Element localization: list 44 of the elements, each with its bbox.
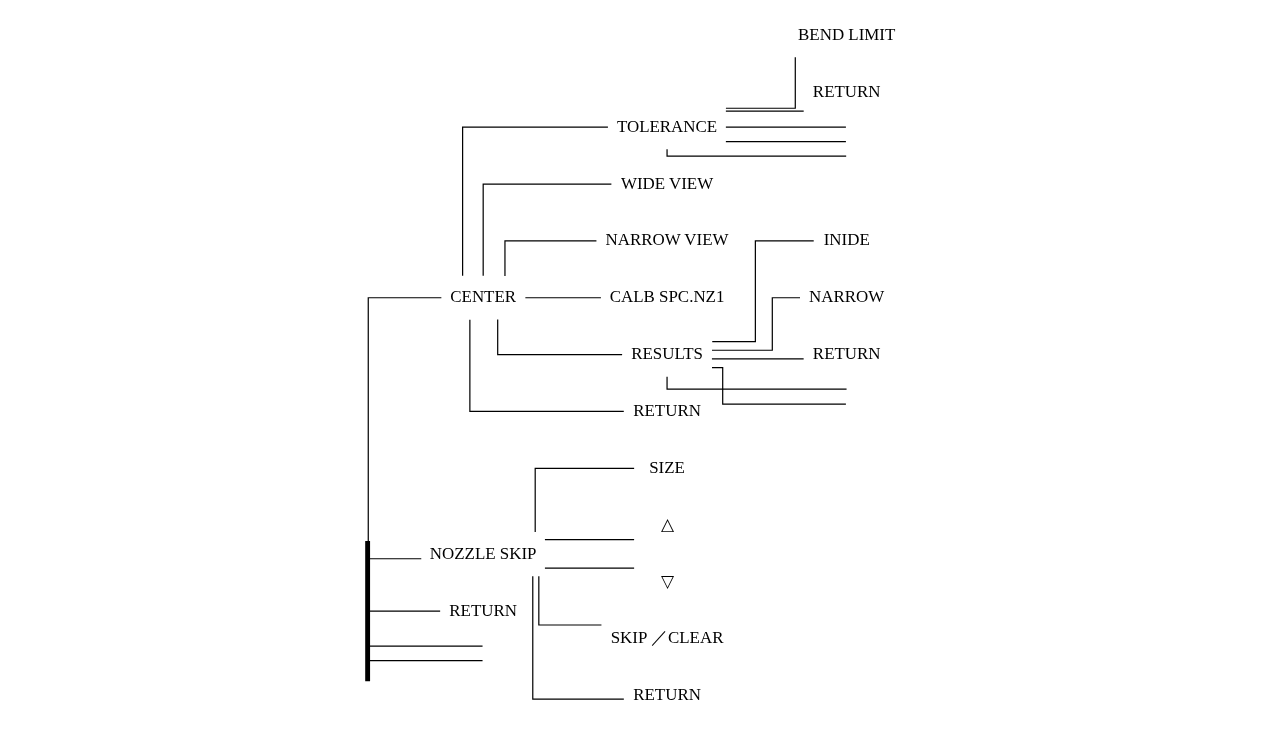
connector bbox=[544, 539, 635, 541]
node-text: RESULTS bbox=[631, 344, 703, 364]
connector bbox=[469, 319, 625, 413]
connector bbox=[711, 240, 815, 343]
node-text: NARROW bbox=[809, 287, 885, 307]
node-text: RETURN bbox=[633, 400, 701, 420]
connector bbox=[369, 645, 484, 647]
connector bbox=[711, 367, 847, 405]
node-text: RETURN bbox=[633, 685, 701, 705]
connector bbox=[725, 110, 805, 112]
node-text: NARROW VIEW bbox=[605, 230, 729, 250]
node-bar bbox=[365, 540, 371, 682]
connector bbox=[725, 141, 847, 143]
node-text: SIZE bbox=[649, 457, 685, 477]
node-text: CALB SPC.NZ1 bbox=[609, 287, 725, 307]
connector bbox=[544, 567, 635, 569]
node-text: WIDE VIEW bbox=[620, 173, 714, 193]
connector bbox=[369, 558, 422, 560]
node-text: RETURN bbox=[812, 81, 881, 101]
connector bbox=[532, 575, 625, 700]
connector bbox=[725, 56, 796, 109]
node-text: RETURN bbox=[812, 344, 881, 364]
connector bbox=[482, 183, 612, 277]
connector bbox=[462, 126, 609, 277]
node-text: RETURN bbox=[449, 600, 518, 620]
node-text: INIDE bbox=[823, 230, 870, 250]
connector bbox=[725, 126, 847, 128]
connector bbox=[711, 358, 805, 360]
node-text: NOZZLE SKIP bbox=[429, 543, 537, 563]
connector bbox=[538, 575, 603, 626]
connector bbox=[524, 297, 602, 299]
connector bbox=[497, 318, 623, 356]
connector bbox=[367, 297, 442, 542]
connector bbox=[711, 297, 801, 351]
node-text: SKIP ／CLEAR bbox=[610, 628, 724, 648]
node-text: TOLERANCE bbox=[616, 116, 718, 136]
connector bbox=[369, 660, 484, 662]
connector bbox=[369, 610, 441, 612]
connector bbox=[534, 467, 635, 533]
node-text: BEND LIMIT bbox=[798, 24, 896, 44]
connector bbox=[504, 240, 598, 277]
node-text: ▽ bbox=[660, 571, 674, 591]
node-text: CENTER bbox=[450, 287, 517, 307]
node-text: △ bbox=[660, 514, 674, 534]
